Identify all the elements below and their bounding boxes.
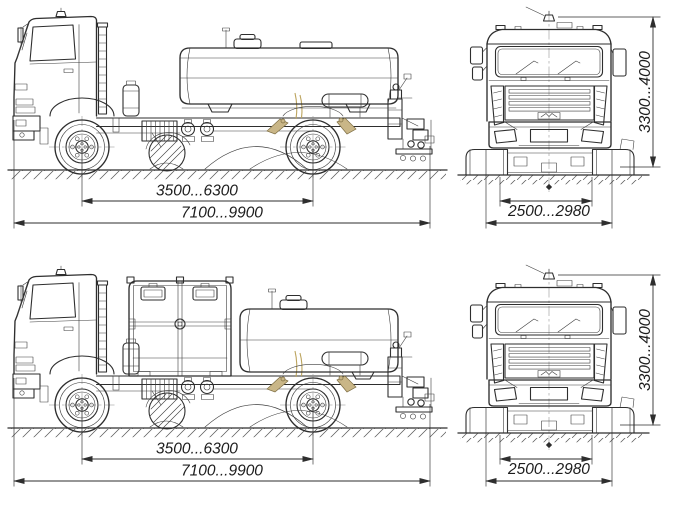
side-chassis-top — [8, 8, 447, 179]
dimension-length-top: 7100...9900 — [13, 120, 431, 229]
dimension-track-top: 2500...2980 — [499, 177, 593, 220]
dimension-wheelbase-bottom: 3500...6300 — [81, 407, 314, 465]
dimension-track-bottom: 2500...2980 — [499, 435, 593, 478]
dimension-length-bottom: 7100...9900 — [13, 378, 431, 487]
dimension-height-bottom: 3300...4000 — [558, 274, 661, 426]
height-label: 3300...4000 — [637, 309, 654, 391]
front-machine-top — [457, 6, 650, 193]
hopper-tank-bottom — [126, 276, 413, 380]
dimension-wheelbase-top: 3500...6300 — [81, 149, 314, 207]
view-front-top: 3300...4000 2500...2980 — [457, 6, 661, 229]
view-side-top: 3500...6300 7100...9900 — [8, 8, 447, 229]
wheelbase-label: 3500...6300 — [156, 183, 238, 200]
dimension-height-top: 3300...4000 — [558, 16, 661, 168]
width-label: 2500...2980 — [507, 461, 590, 478]
length-label: 7100...9900 — [181, 205, 263, 222]
dimension-width-top — [485, 150, 613, 229]
dimension-width-bottom — [485, 408, 613, 487]
side-chassis-bottom — [8, 266, 447, 437]
height-label: 3300...4000 — [637, 51, 654, 133]
view-front-bottom: 3300...4000 2500...2980 — [457, 264, 661, 487]
width-label: 2500...2980 — [507, 203, 590, 220]
length-label: 7100...9900 — [181, 463, 263, 480]
front-machine-bottom — [457, 264, 650, 451]
wheelbase-label: 3500...6300 — [156, 441, 238, 458]
view-side-bottom: 3500...6300 7100...9900 — [8, 266, 447, 487]
